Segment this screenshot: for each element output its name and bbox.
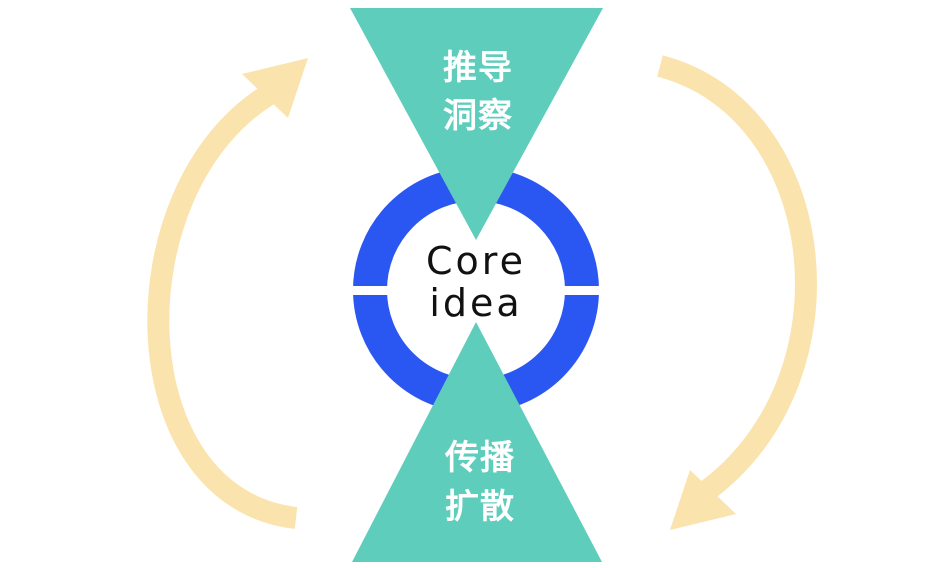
left-arrow-head bbox=[242, 58, 308, 118]
bottom-triangle-line2: 扩散 bbox=[445, 487, 515, 527]
ring-gap-left bbox=[350, 286, 390, 295]
top-triangle-shape bbox=[350, 8, 603, 240]
right-arrow-head bbox=[670, 470, 736, 530]
top-triangle: 推导 洞察 bbox=[350, 8, 603, 240]
core-idea-line2: idea bbox=[429, 281, 522, 325]
bottom-triangle-line1: 传播 bbox=[444, 438, 515, 478]
ring-gap-right bbox=[562, 286, 602, 295]
bottom-triangle: 传播 扩散 bbox=[352, 322, 602, 562]
core-idea-label: Core idea bbox=[426, 239, 526, 325]
right-cycle-arrow bbox=[657, 55, 817, 530]
left-cycle-arrow bbox=[147, 58, 308, 529]
top-triangle-line1: 推导 bbox=[443, 48, 513, 88]
bottom-triangle-shape bbox=[352, 322, 602, 562]
core-idea-line1: Core bbox=[426, 239, 526, 283]
right-arrow-shaft bbox=[657, 55, 817, 501]
left-arrow-shaft bbox=[147, 85, 298, 529]
top-triangle-line2: 洞察 bbox=[443, 96, 513, 136]
